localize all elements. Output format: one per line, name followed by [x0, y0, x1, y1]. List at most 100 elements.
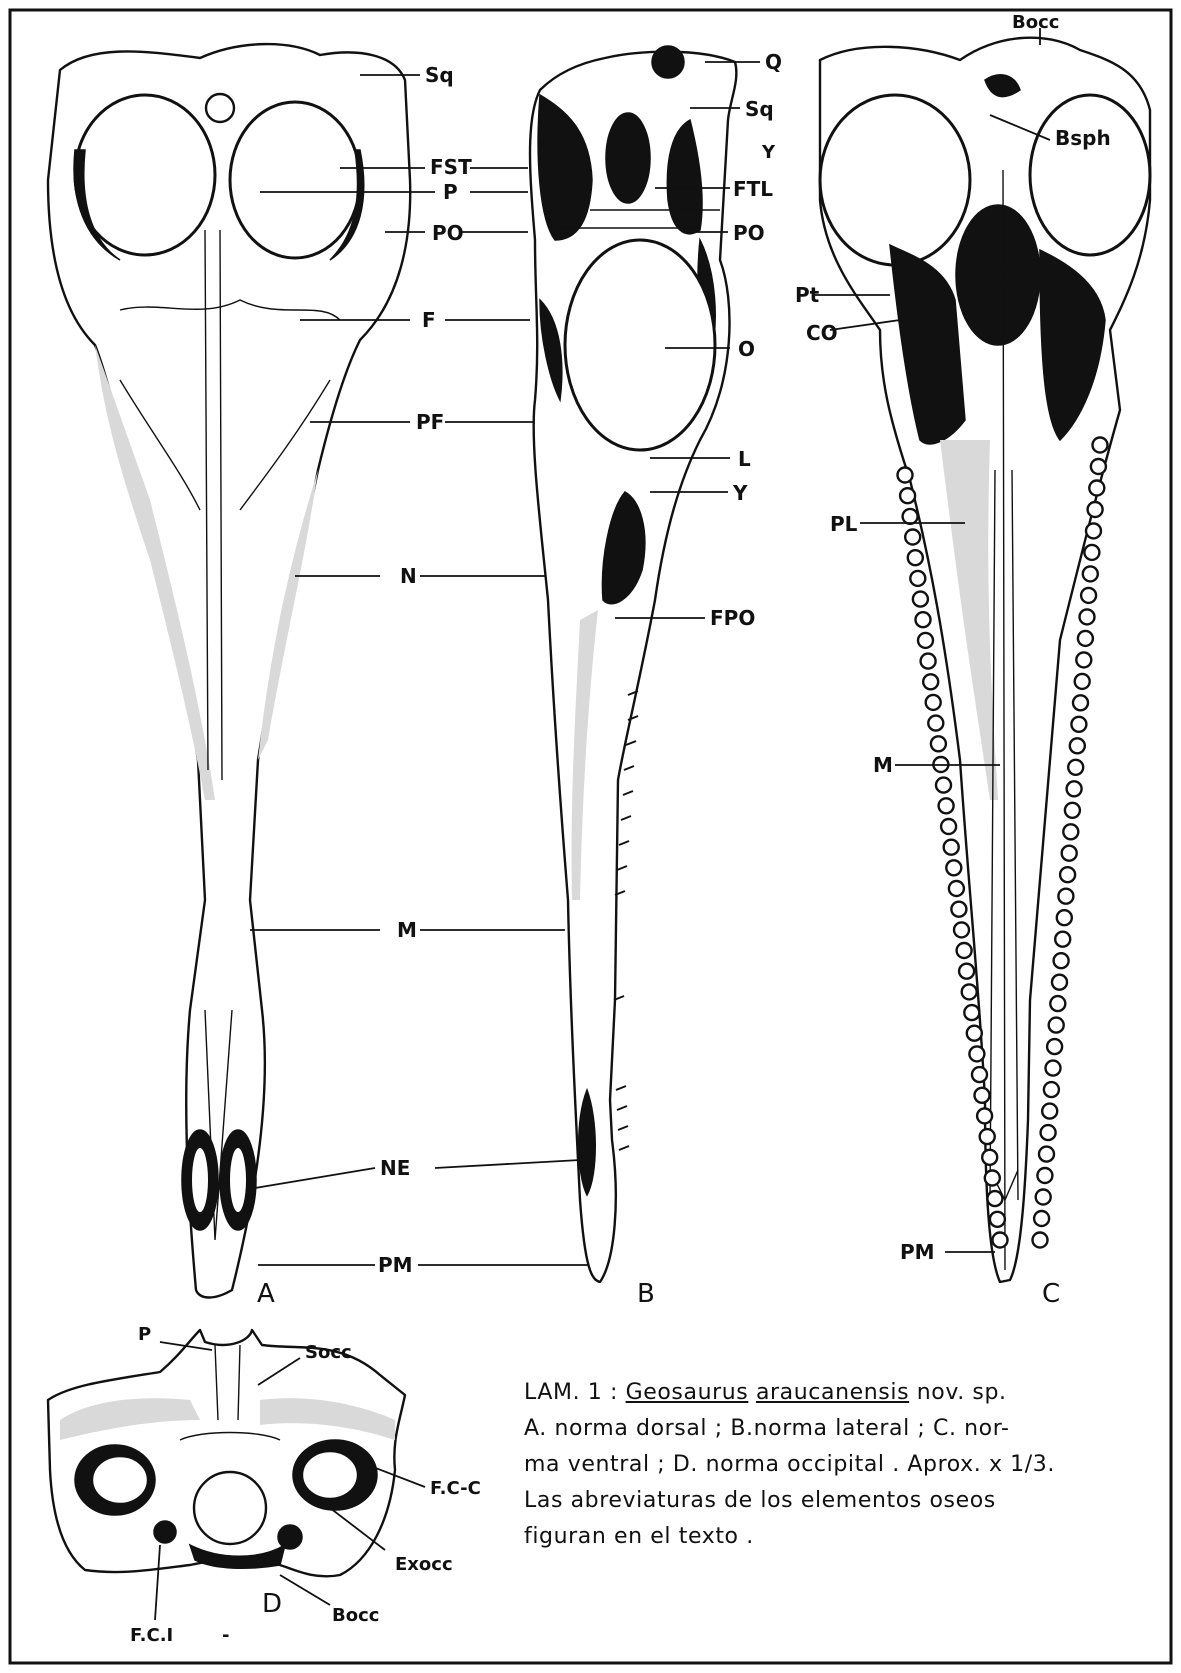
alveolus	[944, 840, 959, 855]
alveolus	[1063, 824, 1078, 839]
alveolus	[1057, 910, 1072, 925]
caption-line-2: A. norma dorsal ; B.norma lateral ; C. n…	[524, 1411, 1164, 1447]
alveolus	[903, 509, 918, 524]
view-letter-b: B	[637, 1279, 655, 1309]
alveolus	[949, 881, 964, 896]
label-a-sq: Sq	[425, 63, 454, 87]
label-d-socc: Socc	[305, 1342, 352, 1363]
alveolus	[1091, 459, 1106, 474]
alveolus	[993, 1233, 1008, 1248]
alveolus	[1078, 631, 1093, 646]
label-b-fpo: FPO	[710, 606, 755, 630]
label-b-y-top: Y	[761, 142, 776, 163]
alveolus	[1062, 846, 1077, 861]
alveolus	[946, 860, 961, 875]
alveolus	[1036, 1190, 1051, 1205]
label-b-ftl: FTL	[733, 177, 773, 201]
label-a-ne: NE	[380, 1156, 410, 1180]
label-a-po: PO	[432, 221, 464, 245]
alveolus	[1083, 566, 1098, 581]
alveolus	[1054, 953, 1069, 968]
alveolus	[987, 1191, 1002, 1206]
alveolus	[982, 1150, 997, 1165]
label-b-l: L	[738, 447, 751, 471]
label-c-bocc: Bocc	[1012, 12, 1059, 33]
label-a-pf: PF	[416, 410, 444, 434]
view-letter-c: C	[1042, 1279, 1060, 1309]
alveolus	[1037, 1168, 1052, 1183]
label-d-p: P	[138, 1324, 151, 1345]
label-c-pl: PL	[830, 512, 858, 536]
label-d-bocc: Bocc	[332, 1605, 379, 1626]
label-a-n: N	[400, 564, 417, 588]
alveolus	[972, 1067, 987, 1082]
alveolus	[1052, 975, 1067, 990]
alveolus	[969, 1046, 984, 1061]
alveolus	[1065, 803, 1080, 818]
alveolus	[900, 488, 915, 503]
alveolus	[959, 964, 974, 979]
label-d-exocc: Exocc	[395, 1554, 453, 1575]
label-a-pm: PM	[378, 1253, 413, 1277]
alveolus	[905, 530, 920, 545]
alveolus	[1060, 867, 1075, 882]
alveolus	[980, 1129, 995, 1144]
caption-line-1: LAM. 1 : Geosaurus araucanensis nov. sp.	[524, 1375, 1164, 1411]
alveolus	[1070, 738, 1085, 753]
label-a-p: P	[443, 180, 458, 204]
alveolus	[936, 778, 951, 793]
alveolus	[916, 612, 931, 627]
alveolus	[921, 654, 936, 669]
alveolus	[1084, 545, 1099, 560]
label-c-pt: Pt	[795, 283, 820, 307]
alveolus	[975, 1088, 990, 1103]
alveolus	[1046, 1061, 1061, 1076]
view-letter-a: A	[257, 1279, 275, 1309]
alveolus	[1076, 652, 1091, 667]
alveolus	[1041, 1125, 1056, 1140]
label-b-q: Q	[765, 50, 782, 74]
alveolus	[1068, 760, 1083, 775]
alveolus	[1055, 932, 1070, 947]
alveolus	[1058, 889, 1073, 904]
skull-occipital-view	[48, 1330, 405, 1576]
label-a-fst: FST	[430, 155, 472, 179]
alveolus	[1050, 996, 1065, 1011]
view-letter-d: D	[262, 1589, 282, 1619]
alveolus	[939, 798, 954, 813]
alveolus	[990, 1212, 1005, 1227]
label-c-pm: PM	[900, 1240, 935, 1264]
alveolus	[913, 592, 928, 607]
alveolus	[1081, 588, 1096, 603]
alveolus	[964, 1005, 979, 1020]
caption-line-5: figuran en el texto .	[524, 1519, 1164, 1555]
label-a-m: M	[397, 918, 417, 942]
alveolus	[928, 716, 943, 731]
caption-line-3: ma ventral ; D. norma occipital . Aprox.…	[524, 1447, 1164, 1483]
alveolus	[1086, 523, 1101, 538]
alveolus	[1093, 438, 1108, 453]
skull-dorsal-view	[48, 44, 410, 1297]
alveolus	[923, 674, 938, 689]
caption-suffix: nov. sp.	[909, 1380, 1007, 1405]
label-b-sq: Sq	[745, 97, 774, 121]
alveolus	[977, 1108, 992, 1123]
caption-prefix: LAM. 1 :	[524, 1380, 626, 1405]
alveolus	[918, 633, 933, 648]
alveolus	[1088, 502, 1103, 517]
alveolus	[1033, 1233, 1048, 1248]
alveolus	[957, 943, 972, 958]
alveolus	[1067, 781, 1082, 796]
label-a-f: F	[422, 308, 436, 332]
label-d-dash: -	[222, 1625, 229, 1646]
label-d-fci: F.C.I	[130, 1625, 173, 1646]
alveolus	[1073, 695, 1088, 710]
caption-species: araucanensis	[756, 1380, 909, 1405]
alveolus	[1080, 609, 1095, 624]
alveolus	[1075, 674, 1090, 689]
label-b-y: Y	[732, 481, 748, 505]
alveolus	[1044, 1082, 1059, 1097]
alveolus	[967, 1026, 982, 1041]
caption-genus: Geosaurus	[626, 1380, 749, 1405]
alveolus	[931, 736, 946, 751]
